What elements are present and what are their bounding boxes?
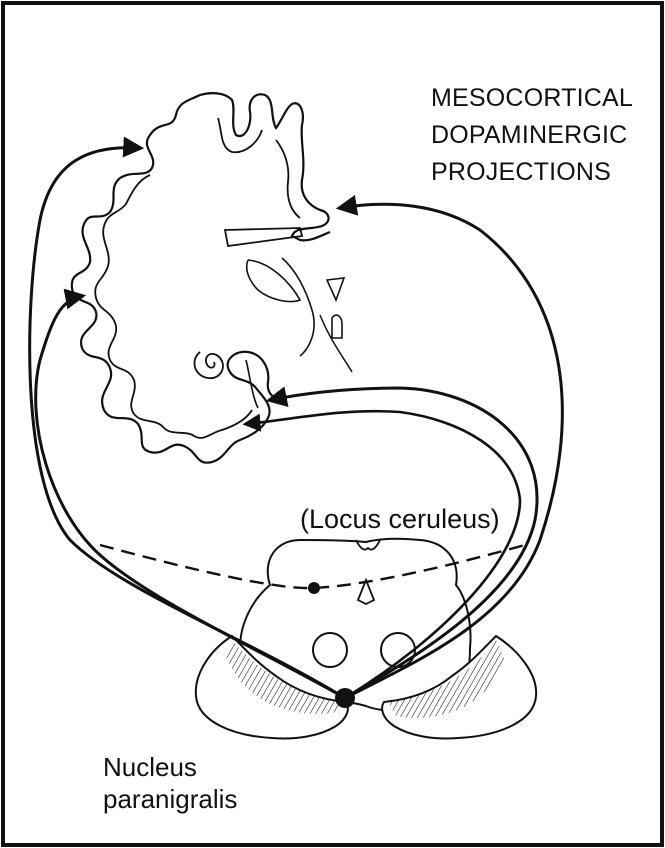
title-line-2: DOPAMINERGIC <box>431 123 633 148</box>
diagram-title: MESOCORTICAL DOPAMINERGIC PROJECTIONS <box>431 86 633 197</box>
internal-capsule-line <box>282 258 314 356</box>
hippocampus-spiral <box>194 352 223 378</box>
projection-mid-left <box>36 296 345 698</box>
nucleus-paranigralis-dot <box>335 688 355 708</box>
nucleus-paranigralis-line-2: paranigralis <box>103 786 237 812</box>
nucleus-paranigralis-line-1: Nucleus <box>103 754 237 780</box>
red-nucleus-left <box>313 633 347 667</box>
thalamic-boundary <box>320 315 352 372</box>
locus-ceruleus-dot <box>308 582 320 594</box>
locus-ceruleus-projection <box>100 545 525 588</box>
third-ventricle-lower <box>332 315 342 338</box>
locus-ceruleus-label: (Locus ceruleus) <box>300 506 500 533</box>
basal-ganglia-outline <box>247 260 300 302</box>
third-ventricle-upper <box>327 278 344 300</box>
title-line-3: PROJECTIONS <box>431 160 633 185</box>
title-line-1: MESOCORTICAL <box>431 86 633 111</box>
projection-upper-right <box>340 204 562 698</box>
nucleus-paranigralis-label: Nucleus paranigralis <box>103 754 237 818</box>
ventricle-outline <box>225 228 302 246</box>
